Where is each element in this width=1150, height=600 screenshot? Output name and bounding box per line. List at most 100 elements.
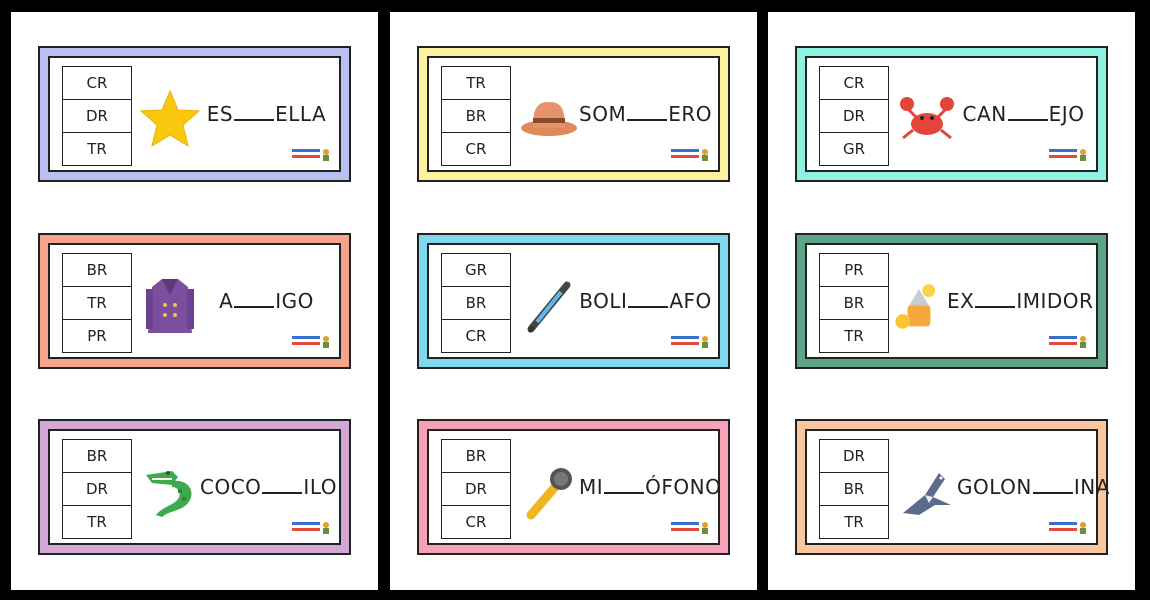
- option[interactable]: TR: [844, 327, 864, 345]
- word-suffix: ÓFONO: [645, 475, 722, 499]
- logo-icon: [292, 336, 329, 348]
- word-blank[interactable]: [234, 290, 275, 308]
- card: GR BR CR BOLI AFO: [417, 233, 730, 369]
- pen-icon: [527, 281, 571, 333]
- option-list: GR BR CR: [441, 253, 511, 353]
- option[interactable]: TR: [844, 513, 864, 531]
- option-list: CR DR TR: [62, 66, 132, 166]
- option[interactable]: PR: [820, 254, 888, 287]
- option-list: BR TR PR: [62, 253, 132, 353]
- option-list: BR DR CR: [441, 439, 511, 539]
- word-blank[interactable]: [262, 476, 303, 494]
- word-puzzle: ES ELLA: [200, 102, 333, 126]
- worksheet-1: CR DR TR ES ELLA BR TR PR: [11, 12, 378, 590]
- card-inner: TR BR CR SOM ERO: [427, 56, 720, 172]
- crocodile-icon: [146, 471, 192, 517]
- word-suffix: IMIDOR: [1016, 289, 1094, 313]
- option[interactable]: DR: [63, 473, 131, 506]
- star-icon: [139, 89, 201, 148]
- word-prefix: ES: [206, 102, 234, 126]
- word-puzzle: BOLI AFO: [579, 289, 712, 313]
- word-puzzle: COCO ILO: [200, 475, 337, 499]
- logo-icon: [292, 522, 329, 534]
- option[interactable]: BR: [63, 440, 131, 473]
- card: BR TR PR A IGO: [38, 233, 351, 369]
- microphone-icon: [526, 468, 572, 520]
- option[interactable]: BR: [820, 473, 888, 506]
- word-suffix: ELLA: [275, 102, 327, 126]
- option[interactable]: BR: [442, 440, 510, 473]
- option[interactable]: PR: [87, 327, 107, 345]
- card: DR BR TR GOLON INA: [795, 419, 1110, 555]
- option[interactable]: GR: [842, 140, 866, 158]
- word-prefix: COCO: [200, 475, 262, 499]
- option-list: CR DR GR: [819, 66, 889, 166]
- card: PR BR TR EX IMIDOR: [795, 233, 1108, 369]
- word-blank[interactable]: [1032, 476, 1073, 494]
- card: TR BR CR SOM ERO: [417, 46, 730, 182]
- word-suffix: EJO: [1048, 102, 1085, 126]
- word-prefix: GOLON: [957, 475, 1032, 499]
- word-blank[interactable]: [604, 476, 645, 494]
- word-suffix: AFO: [669, 289, 712, 313]
- option[interactable]: DR: [442, 473, 510, 506]
- option-list: DR BR TR: [819, 439, 889, 539]
- option[interactable]: BR: [820, 287, 888, 320]
- word-suffix: ILO: [303, 475, 337, 499]
- option[interactable]: DR: [820, 100, 888, 133]
- option[interactable]: CR: [63, 67, 131, 100]
- option[interactable]: CR: [465, 327, 487, 345]
- option[interactable]: TR: [63, 287, 131, 320]
- option[interactable]: DR: [820, 440, 888, 473]
- card-inner: CR DR TR ES ELLA: [48, 56, 341, 172]
- word-prefix: BOLI: [579, 289, 628, 313]
- crab-icon: [900, 97, 954, 140]
- word-blank[interactable]: [1007, 103, 1048, 121]
- option[interactable]: CR: [465, 140, 487, 158]
- juicer-icon: [895, 284, 936, 329]
- option[interactable]: GR: [442, 254, 510, 287]
- word-puzzle: EX IMIDOR: [947, 289, 1094, 313]
- option[interactable]: CR: [465, 513, 487, 531]
- word-blank[interactable]: [234, 103, 275, 121]
- card-inner: GR BR CR BOLI AFO: [427, 243, 720, 359]
- word-prefix: SOM: [579, 102, 627, 126]
- word-prefix: A: [219, 289, 234, 313]
- card: CR DR TR ES ELLA: [38, 46, 351, 182]
- word-blank[interactable]: [627, 103, 668, 121]
- hat-icon: [521, 102, 577, 136]
- word-blank[interactable]: [628, 290, 669, 308]
- word-puzzle: SOM ERO: [579, 102, 712, 126]
- swallow-icon: [903, 473, 951, 515]
- option[interactable]: DR: [63, 100, 131, 133]
- option[interactable]: TR: [442, 67, 510, 100]
- option[interactable]: TR: [87, 513, 107, 531]
- logo-icon: [1049, 336, 1086, 348]
- option[interactable]: BR: [442, 287, 510, 320]
- option[interactable]: CR: [820, 67, 888, 100]
- option[interactable]: BR: [442, 100, 510, 133]
- word-suffix: ERO: [668, 102, 712, 126]
- logo-icon: [671, 522, 708, 534]
- logo-icon: [671, 149, 708, 161]
- word-blank[interactable]: [975, 290, 1016, 308]
- option[interactable]: TR: [87, 140, 107, 158]
- logo-icon: [292, 149, 329, 161]
- word-puzzle: A IGO: [200, 289, 333, 313]
- card-inner: BR DR TR COCO ILO: [48, 429, 341, 545]
- word-suffix: INA: [1073, 475, 1110, 499]
- option[interactable]: BR: [63, 254, 131, 287]
- logo-icon: [671, 336, 708, 348]
- option-list: BR DR TR: [62, 439, 132, 539]
- word-prefix: EX: [947, 289, 975, 313]
- coat-icon: [146, 279, 194, 333]
- word-suffix: IGO: [275, 289, 314, 313]
- worksheet-2: TR BR CR SOM ERO GR BR CR: [390, 12, 757, 590]
